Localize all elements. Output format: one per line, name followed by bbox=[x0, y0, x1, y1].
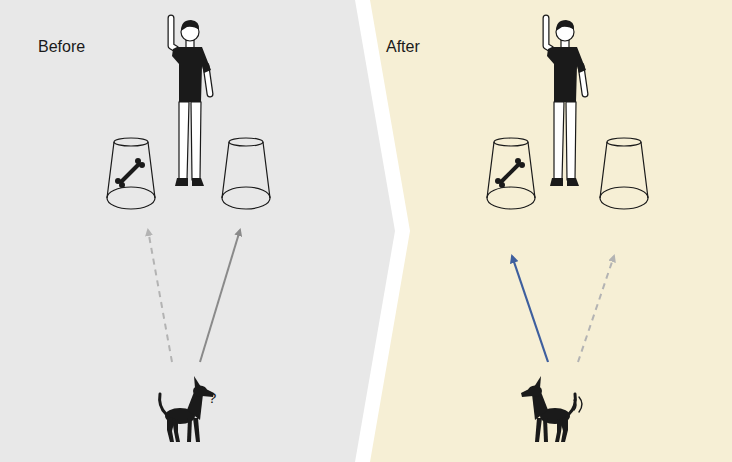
before-illustration bbox=[107, 18, 270, 442]
choice-arrow-dashed bbox=[578, 256, 614, 362]
dog-silhouette bbox=[160, 376, 214, 442]
panel-fill bbox=[370, 0, 732, 462]
person-figure bbox=[171, 18, 211, 186]
person-figure bbox=[546, 18, 586, 186]
panel-title: Before bbox=[38, 38, 85, 56]
cup-right bbox=[600, 138, 648, 209]
panel-shape bbox=[0, 0, 395, 462]
bone-icon bbox=[115, 158, 145, 188]
panel-title: After bbox=[386, 38, 420, 56]
cup-left bbox=[487, 138, 535, 209]
choice-arrow-correct bbox=[512, 256, 548, 362]
choice-arrow-dashed bbox=[148, 230, 172, 362]
choice-arrow-solid bbox=[200, 230, 240, 362]
dog-silhouette bbox=[521, 376, 575, 442]
before-panel: Before bbox=[0, 0, 395, 462]
bone-icon bbox=[495, 158, 525, 188]
after-panel: After bbox=[370, 0, 732, 462]
cup-left bbox=[107, 138, 155, 209]
panel-fill bbox=[0, 0, 395, 462]
panel-shape bbox=[370, 0, 732, 462]
wag-marks bbox=[574, 397, 582, 412]
cup-right bbox=[222, 138, 270, 209]
after-illustration bbox=[487, 18, 648, 442]
